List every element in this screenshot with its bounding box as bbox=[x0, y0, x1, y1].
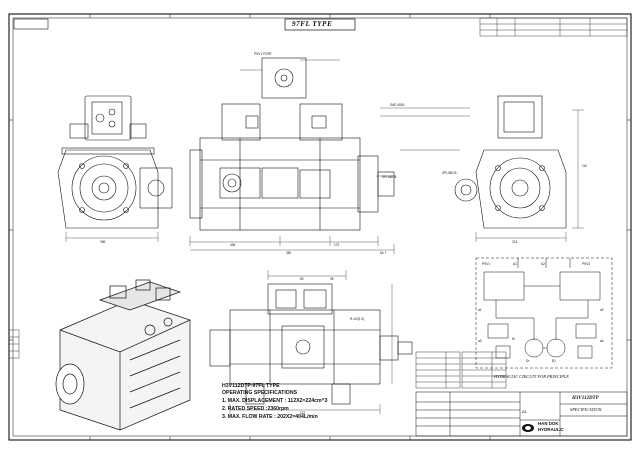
title-description: SPECIFICATION bbox=[570, 407, 602, 412]
type-banner: 97FL TYPE bbox=[292, 20, 333, 28]
callout-spline-b: SPLINE-B bbox=[442, 171, 457, 175]
dimension-436: 436 bbox=[230, 243, 236, 247]
title-block bbox=[415, 391, 628, 437]
callout-spline-a: SPLINE-A bbox=[382, 175, 397, 179]
side-revision-blocks bbox=[8, 329, 20, 359]
callout-psv1-port: PSV1 PORT bbox=[254, 52, 272, 56]
dimension-213: 213 bbox=[512, 240, 518, 244]
spline-spec-tables bbox=[415, 351, 507, 389]
circuit-caption: HYDRAULIC CIRCUIT FOR PRINCIPLE bbox=[494, 374, 569, 379]
dimension-336: 336 bbox=[100, 240, 106, 244]
port-psv2: PSV2 bbox=[582, 262, 591, 266]
front-view-pump bbox=[57, 95, 173, 229]
callout-sae: SAE 4000 bbox=[390, 103, 405, 107]
rear-view-dimension-lines bbox=[475, 109, 584, 242]
port-m: M bbox=[512, 337, 515, 341]
port-a3: a3 bbox=[478, 339, 482, 343]
port-a2: A2 bbox=[541, 262, 545, 266]
model-heading: H3V112DTP-97FL TYPE bbox=[222, 383, 280, 389]
drawing-inner-border bbox=[12, 17, 628, 437]
plan-view-dimension-lines bbox=[229, 270, 393, 414]
drawing-border bbox=[8, 13, 632, 441]
side-view-pump bbox=[189, 57, 395, 231]
dimension-350: 350 bbox=[286, 251, 292, 255]
port-psv1: PSV1 bbox=[482, 262, 491, 266]
zone-ticks bbox=[9, 14, 631, 440]
revision-table bbox=[479, 17, 628, 37]
dimension-172: 172 bbox=[334, 243, 340, 247]
hydraulic-circuit-diagram bbox=[475, 257, 613, 369]
port-b1: B1 bbox=[552, 359, 556, 363]
title-product: H3V112DTP bbox=[572, 396, 599, 401]
spec-flow-rate: 3. MAX. FLOW RATE : 202X2=404L/min bbox=[222, 414, 318, 420]
drawing-number-stamp bbox=[13, 18, 49, 30]
front-view-dimension-lines bbox=[65, 232, 159, 242]
spec-displacement: 1. MAX. DISPLACEMENT : 112X2=224cm^3 bbox=[222, 398, 328, 404]
company-name-line1: HAN DOK bbox=[538, 421, 559, 426]
type-banner-box bbox=[284, 18, 356, 31]
plan-view-pump bbox=[209, 283, 413, 405]
port-a1-lower: a1 bbox=[478, 308, 482, 312]
side-view-dimension-lines bbox=[189, 59, 470, 254]
dimension-80: 80 bbox=[300, 277, 304, 281]
dimension-110: 110 bbox=[582, 164, 588, 168]
callout-thread: R-1/2(1.9) bbox=[350, 317, 365, 321]
port-dr: Dr bbox=[526, 359, 530, 363]
specs-heading: OPERATING SPECIFICATIONS bbox=[222, 390, 298, 396]
dimension-64-7: 64.7 bbox=[380, 251, 387, 255]
rear-view-pump bbox=[454, 95, 567, 229]
sheet-size: A1 bbox=[522, 409, 527, 414]
port-a2-lower: a2 bbox=[600, 308, 604, 312]
isometric-view-pump bbox=[55, 279, 191, 431]
spec-rated-speed: 2. RATED SPEED :2360rpm bbox=[222, 406, 289, 412]
dimension-112: 112 bbox=[300, 411, 306, 415]
company-name-line2: HYDRAULIC bbox=[538, 427, 564, 432]
dimension-96: 96 bbox=[330, 277, 334, 281]
company-logo bbox=[522, 424, 534, 432]
port-a4: a4 bbox=[600, 339, 604, 343]
port-a1: A1 bbox=[513, 262, 517, 266]
